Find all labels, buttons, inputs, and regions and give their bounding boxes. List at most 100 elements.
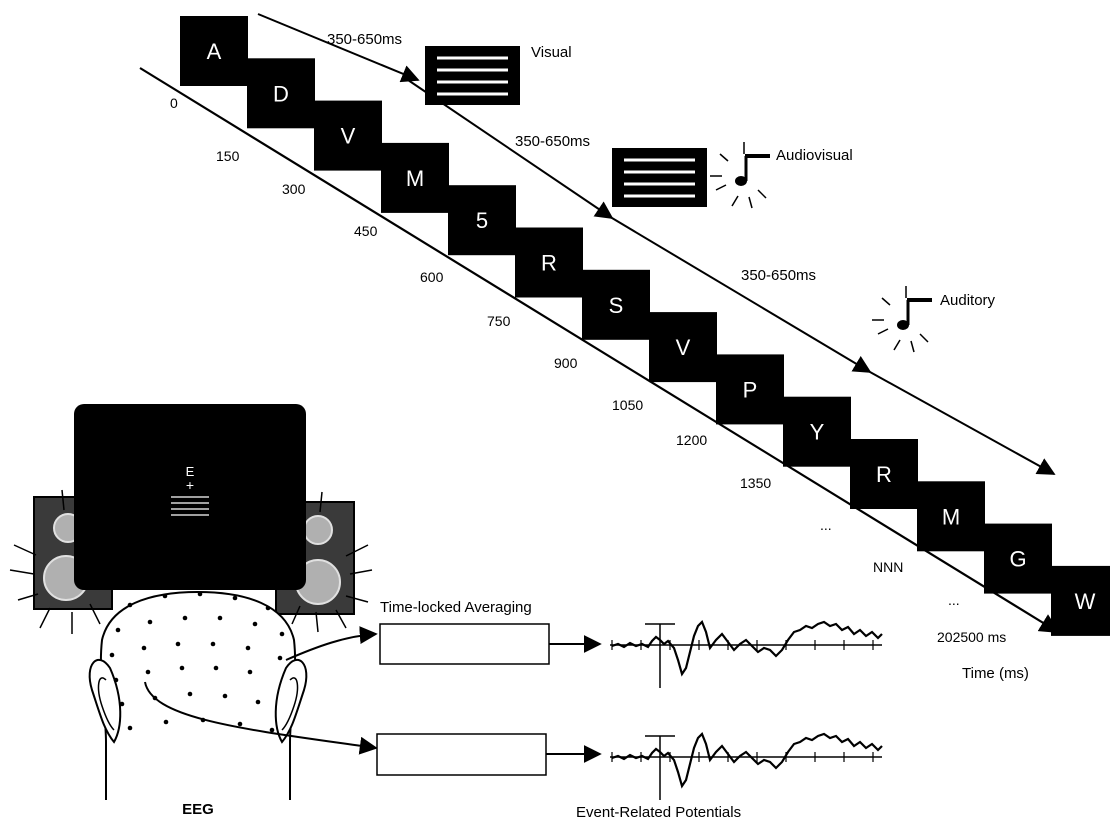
letter-box-0: [180, 16, 248, 86]
auditory-note-icon: [872, 286, 932, 353]
time-axis-label: Time (ms): [962, 665, 1029, 682]
auditory-stimulus: Auditory: [872, 286, 996, 353]
letter-box-7: [649, 312, 717, 383]
visual-stimulus-label: Visual: [531, 44, 572, 61]
erp-plot-2: [610, 732, 883, 800]
letter-label-11: M: [942, 504, 960, 529]
electrode-dot: [277, 655, 283, 661]
monitor-setup: E +: [9, 404, 373, 634]
left-speaker-sound-lines: [9, 489, 101, 634]
letter-label-4: 5: [476, 208, 488, 233]
time-tick-label-3: 450: [354, 223, 378, 239]
electrode-dot: [269, 727, 275, 733]
letter-label-3: M: [406, 166, 424, 191]
electrode-dot: [127, 725, 133, 731]
time-tick-label-10: ...: [820, 517, 832, 533]
time-tick-label-12: ...: [948, 592, 960, 608]
electrode-dot: [179, 665, 185, 671]
time-tick-label-4: 600: [420, 269, 444, 285]
audiovisual-interval-label: 350-650ms: [515, 133, 590, 150]
eeg-label: EEG: [182, 801, 214, 818]
electrode-dot: [115, 627, 121, 633]
electrode-dot: [237, 721, 243, 727]
final-interval-arrow: [869, 371, 1056, 475]
electrode-dot: [245, 645, 251, 651]
electrode-dot: [147, 619, 153, 625]
electrode-dot: [265, 605, 271, 611]
right-ear-inner: [281, 677, 299, 731]
time-tick-label-8: 1200: [676, 432, 707, 448]
eeg-to-averaging-arrow-2: [144, 681, 378, 755]
electrode-dot: [145, 669, 151, 675]
electrode-dot: [279, 631, 285, 637]
visual-grating-icon: [437, 56, 508, 96]
letter-label-9: Y: [810, 420, 825, 445]
averaging-box-2: [376, 733, 547, 776]
eeg-to-averaging-arrow-1: [285, 626, 378, 661]
head-outline: [99, 590, 297, 800]
erp-label: Event-Related Potentials: [576, 804, 741, 820]
auditory-interval-arrow: [611, 217, 872, 373]
time-tick-label-7: 1050: [612, 397, 643, 413]
electrode-dot: [213, 665, 219, 671]
time-tick-label-6: 900: [554, 355, 578, 371]
visual-stimulus: Visual: [425, 44, 572, 105]
letter-label-6: S: [609, 293, 624, 318]
electrode-dot: [175, 641, 181, 647]
electrode-dot: [109, 652, 115, 658]
time-tick-label-13: 202500 ms: [937, 629, 1006, 645]
interval-arrows: [257, 13, 1056, 475]
electrode-dot: [182, 615, 188, 621]
visual-interval-label: 350-650ms: [327, 31, 402, 48]
electrode-dot: [210, 641, 216, 647]
electrode-dot: [232, 595, 238, 601]
letter-box-1: [247, 58, 315, 129]
time-tick-label-0: 0: [170, 95, 178, 111]
eeg-head: EEG: [88, 590, 308, 818]
averaging-label: Time-locked Averaging: [380, 599, 532, 616]
monitor-fixation-cross: +: [186, 477, 194, 493]
electrode-dot: [252, 621, 258, 627]
right-speaker-sound-lines: [291, 491, 373, 633]
audiovisual-note-icon: [710, 142, 770, 209]
letter-box-10: [850, 439, 918, 509]
auditory-stimulus-label: Auditory: [940, 292, 996, 309]
monitor-letter: E: [186, 464, 195, 479]
monitor-grating-icon: [171, 496, 209, 516]
letter-label-5: R: [541, 251, 557, 276]
electrode-dot: [127, 602, 133, 608]
letter-box-9: [783, 396, 851, 467]
electrode-dot: [217, 615, 223, 621]
time-tick-label-1: 150: [216, 148, 240, 164]
erp-waveform: [611, 620, 883, 677]
electrode-dot: [113, 677, 119, 683]
electrode-dot: [162, 593, 168, 599]
letter-box-8: [716, 354, 784, 425]
time-tick-label-2: 300: [282, 181, 306, 197]
electrode-dot: [119, 701, 125, 707]
letter-box-6: [582, 269, 650, 340]
eeg-electrodes: [109, 591, 285, 733]
audiovisual-stimulus: Audiovisual: [612, 142, 853, 209]
time-tick-label-5: 750: [487, 313, 511, 329]
time-tick-label-9: 1350: [740, 475, 771, 491]
letter-box-4: [448, 185, 516, 256]
visual-stimulus-screen: [425, 46, 520, 105]
letter-label-12: G: [1009, 547, 1026, 572]
electrode-dot: [163, 719, 169, 725]
time-tick-labels: 0150300450600750900105012001350...NNN...…: [170, 95, 1006, 645]
erp-waveform: [611, 732, 883, 789]
letter-label-1: D: [273, 81, 289, 106]
left-ear-icon: [88, 658, 122, 744]
time-axis-line: [139, 67, 1060, 634]
letter-box-12: [984, 523, 1052, 594]
letter-box-11: [917, 481, 985, 552]
audiovisual-stimulus-screen: [612, 148, 707, 207]
letter-label-0: A: [207, 39, 222, 64]
averaging-box-1: [379, 623, 550, 665]
letter-box-13: [1051, 565, 1110, 636]
electrode-dot: [247, 669, 253, 675]
letter-label-8: P: [743, 377, 758, 402]
